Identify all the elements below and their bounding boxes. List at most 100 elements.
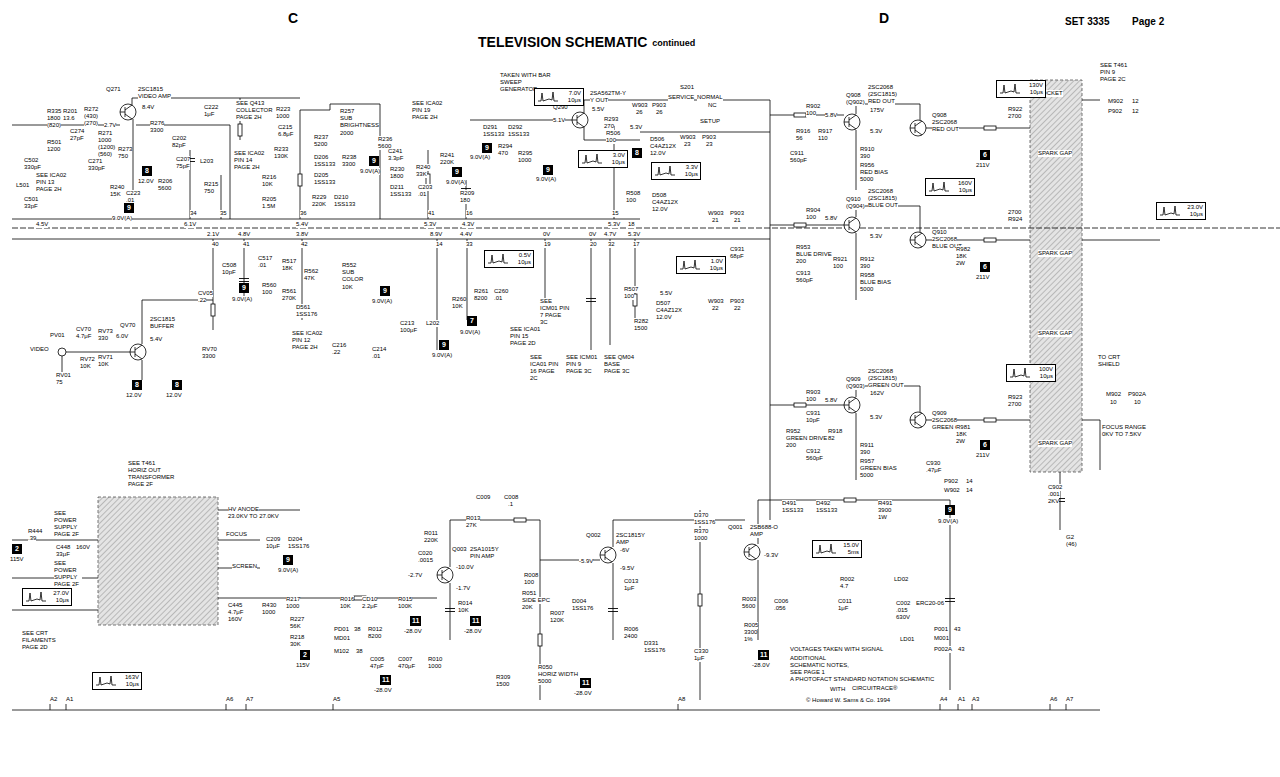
waveform-voltage: 7.0V 10μs	[559, 90, 581, 104]
label-text: 9.0V(A)	[470, 154, 490, 161]
label-text: NC	[708, 102, 717, 109]
label-text: 10K	[458, 607, 469, 614]
label-text: 211V	[976, 452, 990, 459]
label-text: A4	[940, 696, 947, 703]
label-text: 1.5M	[262, 203, 275, 210]
label-text: 2SC2068	[868, 188, 893, 195]
label-text: R508	[626, 190, 640, 197]
label-text: R309	[496, 674, 510, 681]
waveform-box: 3.0V 10μs	[578, 150, 628, 168]
label-text: 40	[212, 241, 219, 248]
label-text: GREEN BIAS	[860, 465, 897, 472]
label-text: 38	[356, 648, 363, 655]
label-text: D292	[508, 124, 522, 131]
label-text: SEE ICA02 PIN 19 PAGE 2H	[412, 100, 446, 121]
label-text: 42	[301, 241, 308, 248]
label-text: Q910	[846, 196, 861, 203]
label-text: SCREEN	[232, 563, 257, 570]
label-text: 100K	[398, 603, 412, 610]
label-text: 100	[806, 396, 816, 403]
label-text: C011	[838, 598, 852, 605]
callout-text: 9	[485, 144, 489, 151]
label-text: 100	[624, 293, 634, 300]
label-text: 23.0KV TO 27.0KV	[228, 513, 279, 520]
callout-text: 11	[582, 679, 589, 686]
label-text: SPARK GAP	[1038, 250, 1072, 257]
label-text: D506	[650, 136, 664, 143]
label-text: 20K	[522, 604, 533, 611]
label-text: M902	[1106, 391, 1121, 398]
label-text: 21	[734, 217, 741, 224]
label-text: C213	[400, 320, 414, 327]
label-text: C271	[88, 158, 102, 165]
callout-text: 9	[383, 287, 387, 294]
waveform-trace	[815, 542, 837, 556]
label-text: RV73	[98, 328, 113, 335]
waveform-voltage: 1.0V 10μs	[701, 258, 723, 272]
label-text: 12.0V	[138, 178, 154, 185]
label-text: R216	[262, 174, 276, 181]
label-text: 75	[56, 379, 63, 386]
label-text: 32	[608, 241, 615, 248]
waveform-box: 23.0V 10μs	[1156, 202, 1206, 220]
label-text: 12.0V	[652, 206, 668, 213]
label-text: 1500	[634, 325, 647, 332]
label-text: 9.0V(A)	[112, 215, 132, 222]
label-text: 12.0V	[126, 392, 142, 399]
waveform-voltage: 15.0V 5ms	[837, 542, 859, 556]
label-text: 3.3pF	[388, 155, 403, 162]
title-text: TELEVISION SCHEMATIC	[478, 34, 647, 50]
label-text: PD01	[334, 626, 349, 633]
callout-text: 8	[175, 381, 179, 388]
label-text: C931	[730, 246, 744, 253]
label-text: 1%	[744, 636, 753, 643]
label-text: 5.3V	[608, 221, 620, 228]
label-text: 2SC1815	[150, 316, 175, 323]
label-text: 43	[958, 646, 965, 653]
label-text: -9.5V	[620, 565, 634, 572]
label-text: 5.3V	[870, 233, 882, 240]
label-text: W902	[944, 487, 960, 494]
label-text: MD01	[334, 635, 350, 642]
label-text: 1SS176	[572, 605, 593, 612]
label-text: 13.6	[63, 115, 75, 122]
label-text: SEE ICA02 PIN 12 PAGE 2H	[292, 330, 326, 351]
label-text: R209	[460, 190, 474, 197]
callout-text: 6	[983, 151, 987, 158]
label-text: 2SC1815Y	[616, 532, 645, 539]
label-text: 5.3V	[628, 231, 640, 238]
callout-number: 9	[380, 286, 390, 296]
label-text: Q001	[728, 524, 743, 531]
label-text: 2KV	[1048, 498, 1059, 505]
label-text: continued	[652, 38, 695, 48]
label-text: L501	[16, 182, 29, 189]
label-text: 12	[1132, 98, 1139, 105]
label-text: 5000	[860, 286, 873, 293]
label-text: C222	[204, 104, 218, 111]
label-text: R261	[474, 288, 488, 295]
waveform-trace	[25, 590, 47, 604]
label-text: P902	[1108, 108, 1122, 115]
label-text: R335	[47, 108, 61, 115]
label-text: Q271	[106, 86, 121, 93]
label-text: A8	[678, 696, 685, 703]
label-text: 6.0V	[116, 333, 128, 340]
label-text: -2.7V	[408, 572, 422, 579]
label-text: 10K	[340, 603, 351, 610]
label-text: 5.8V	[825, 397, 837, 404]
label-text: C223	[126, 190, 140, 197]
label-text: 15	[612, 210, 619, 217]
waveform-line	[488, 254, 508, 263]
label-text: LD01	[900, 636, 914, 643]
label-text: 5.8V	[825, 112, 837, 119]
waveform-voltage: 0.5V 10μs	[509, 252, 531, 266]
label-text: W903	[632, 102, 648, 109]
label-text: C260	[494, 288, 508, 295]
label-text: ERC20-06	[916, 600, 944, 607]
label-text: R921	[833, 256, 847, 263]
waveform-box: 100V 10μs	[1006, 364, 1056, 382]
label-text: R430	[262, 602, 276, 609]
label-text: 33K	[416, 171, 427, 178]
label-text: D331	[644, 640, 658, 647]
